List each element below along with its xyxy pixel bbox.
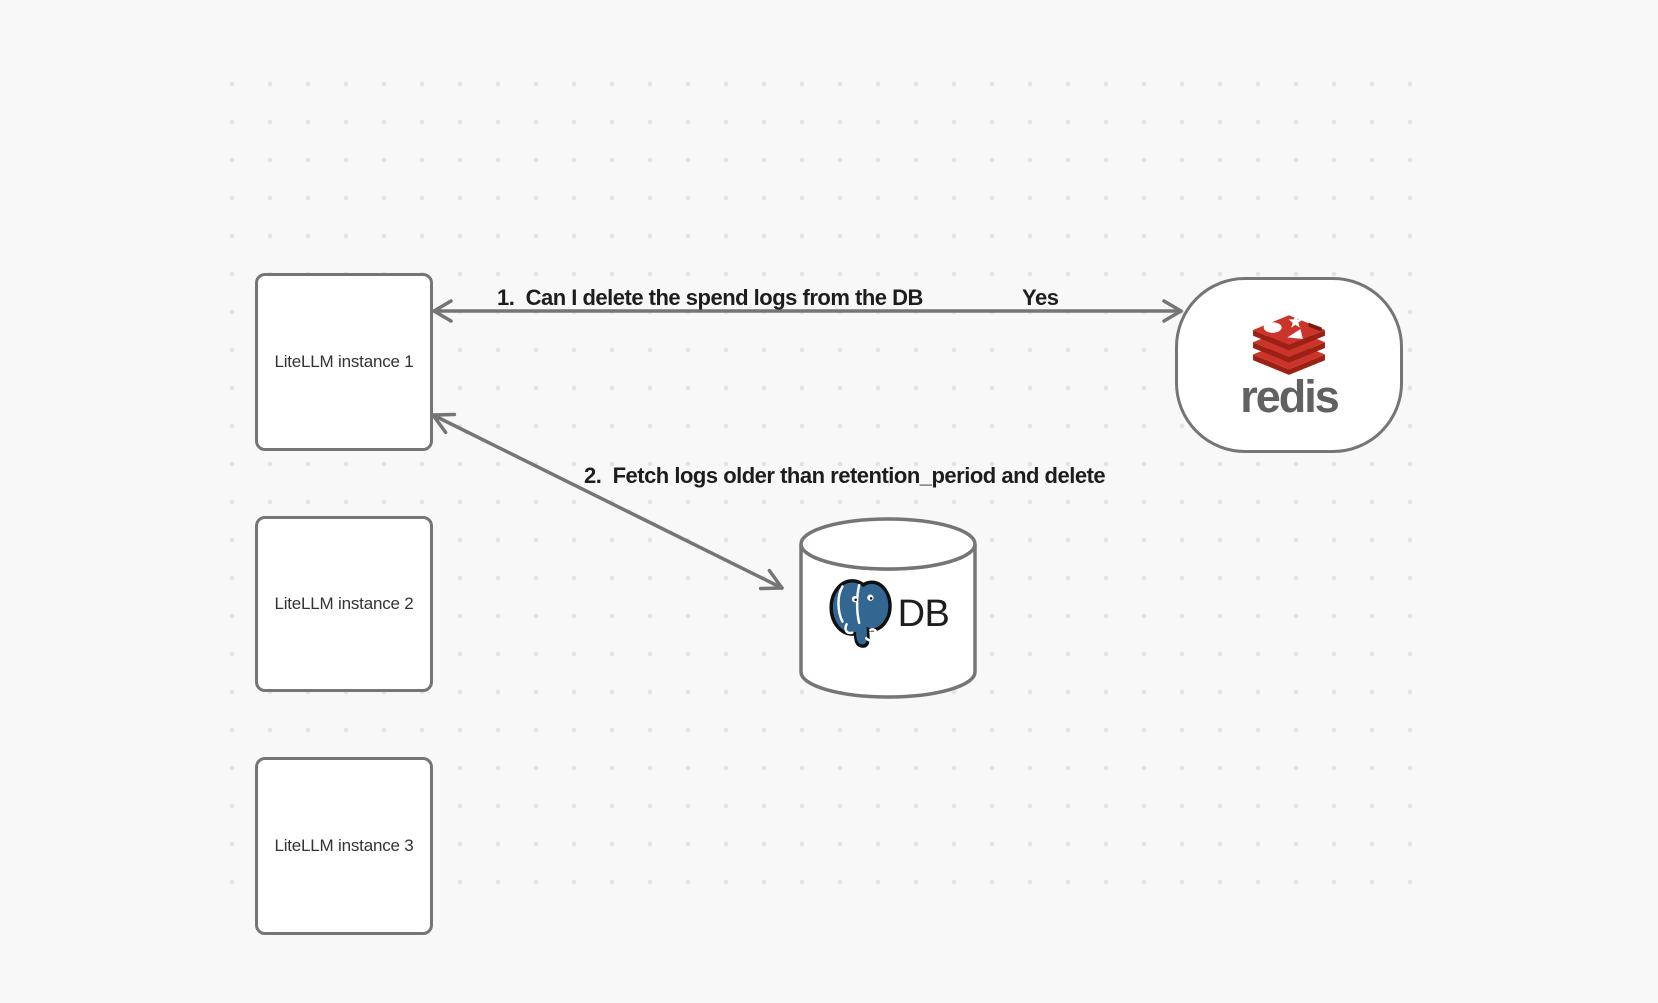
litellm-instance-3-label: LiteLLM instance 3 <box>274 836 414 855</box>
litellm-instance-2-node[interactable]: LiteLLM instance 2 <box>255 516 433 692</box>
litellm-instance-1-label: LiteLLM instance 1 <box>274 352 414 371</box>
litellm-instance-3-node[interactable]: LiteLLM instance 3 <box>255 757 433 935</box>
arrow-1-response-label[interactable]: Yes <box>1022 285 1059 310</box>
postgresql-elephant-icon <box>829 578 892 648</box>
arrow-db-to-instance1[interactable] <box>431 412 784 591</box>
arrow-1-label[interactable]: 1. Can I delete the spend logs from the … <box>497 285 923 310</box>
db-label: DB <box>897 592 950 635</box>
arrow-2-label[interactable]: 2. Fetch logs older than retention_perio… <box>584 463 1106 488</box>
redis-stack-icon <box>1253 314 1325 376</box>
litellm-instance-2-label: LiteLLM instance 2 <box>274 594 414 613</box>
postgres-db-node[interactable]: DB <box>797 517 979 699</box>
redis-node[interactable]: redis <box>1175 277 1403 453</box>
redis-wordmark: redis <box>1240 371 1340 423</box>
litellm-instance-1-node[interactable]: LiteLLM instance 1 <box>255 273 433 451</box>
